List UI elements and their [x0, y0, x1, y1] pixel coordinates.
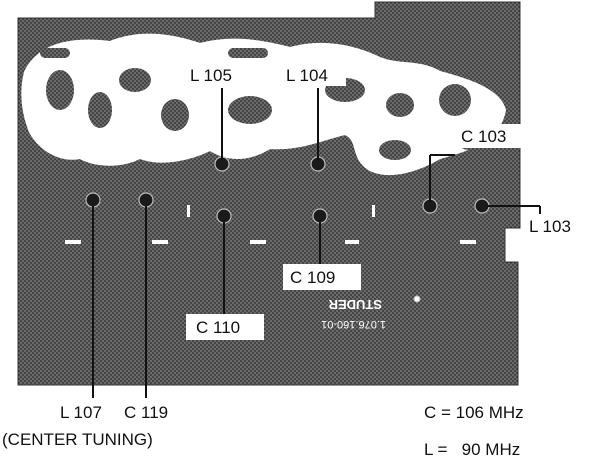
leader-lines	[92, 88, 541, 398]
label-l104-text: L 104	[286, 66, 328, 85]
board-brand: STUDER	[328, 297, 382, 312]
label-l103: L 103	[522, 214, 590, 238]
label-l105: L 105	[186, 64, 250, 86]
label-c110: C 110	[186, 314, 264, 340]
label-c109: C 109	[283, 264, 361, 290]
label-c109-text: C 109	[290, 268, 335, 287]
label-l103-text: L 103	[529, 217, 571, 236]
l107-point	[85, 192, 101, 208]
legend-c-frequency: C = 106 MHz	[424, 403, 524, 422]
board-part-number: 1.076.160-01	[321, 318, 386, 330]
label-l107: L 107	[60, 403, 102, 422]
pcb-pads	[40, 48, 484, 160]
label-center-tuning: (CENTER TUNING)	[2, 430, 153, 449]
board-marking: 1.076.160-01 STUDER	[321, 297, 386, 330]
legend-l-frequency: L = 90 MHz	[424, 440, 520, 459]
label-l105-text: L 105	[190, 66, 232, 85]
label-c103: C 103	[455, 124, 523, 148]
label-c103-text: C 103	[461, 127, 506, 146]
c110-point	[216, 208, 232, 224]
label-c110-text: C 110	[196, 318, 240, 337]
c109-point	[312, 208, 328, 224]
label-l104: L 104	[282, 64, 346, 86]
label-c119: C 119	[124, 403, 168, 422]
l103-point	[474, 198, 490, 214]
c119-point	[138, 192, 154, 208]
pcb-marks	[65, 205, 476, 244]
mounting-hole	[413, 295, 421, 303]
